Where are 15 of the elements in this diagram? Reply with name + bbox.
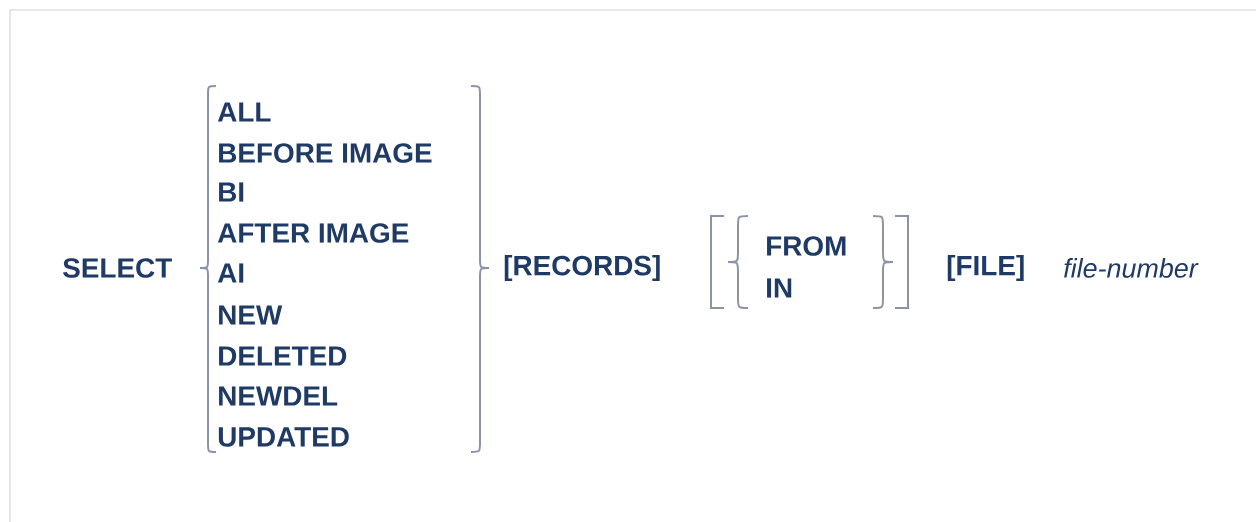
keyword: UPDATED [218, 427, 349, 447]
keyword: SELECT [63, 258, 172, 278]
keyword: AFTER IMAGE [217, 223, 409, 243]
keyword: BI [219, 182, 244, 202]
keyword: AI [217, 263, 244, 283]
keyword: ALL [217, 102, 271, 122]
keyword: DELETED [219, 346, 347, 366]
keyword: FROM [767, 236, 846, 256]
placeholder-text: file-number [1064, 258, 1199, 278]
keyword: [RECORDS] [504, 255, 660, 281]
keyword: NEWDEL [219, 386, 338, 406]
keyword: IN [767, 278, 792, 298]
keyword: BEFORE IMAGE [219, 143, 432, 163]
keyword: NEW [219, 305, 283, 325]
keyword: [FILE] [947, 255, 1024, 281]
